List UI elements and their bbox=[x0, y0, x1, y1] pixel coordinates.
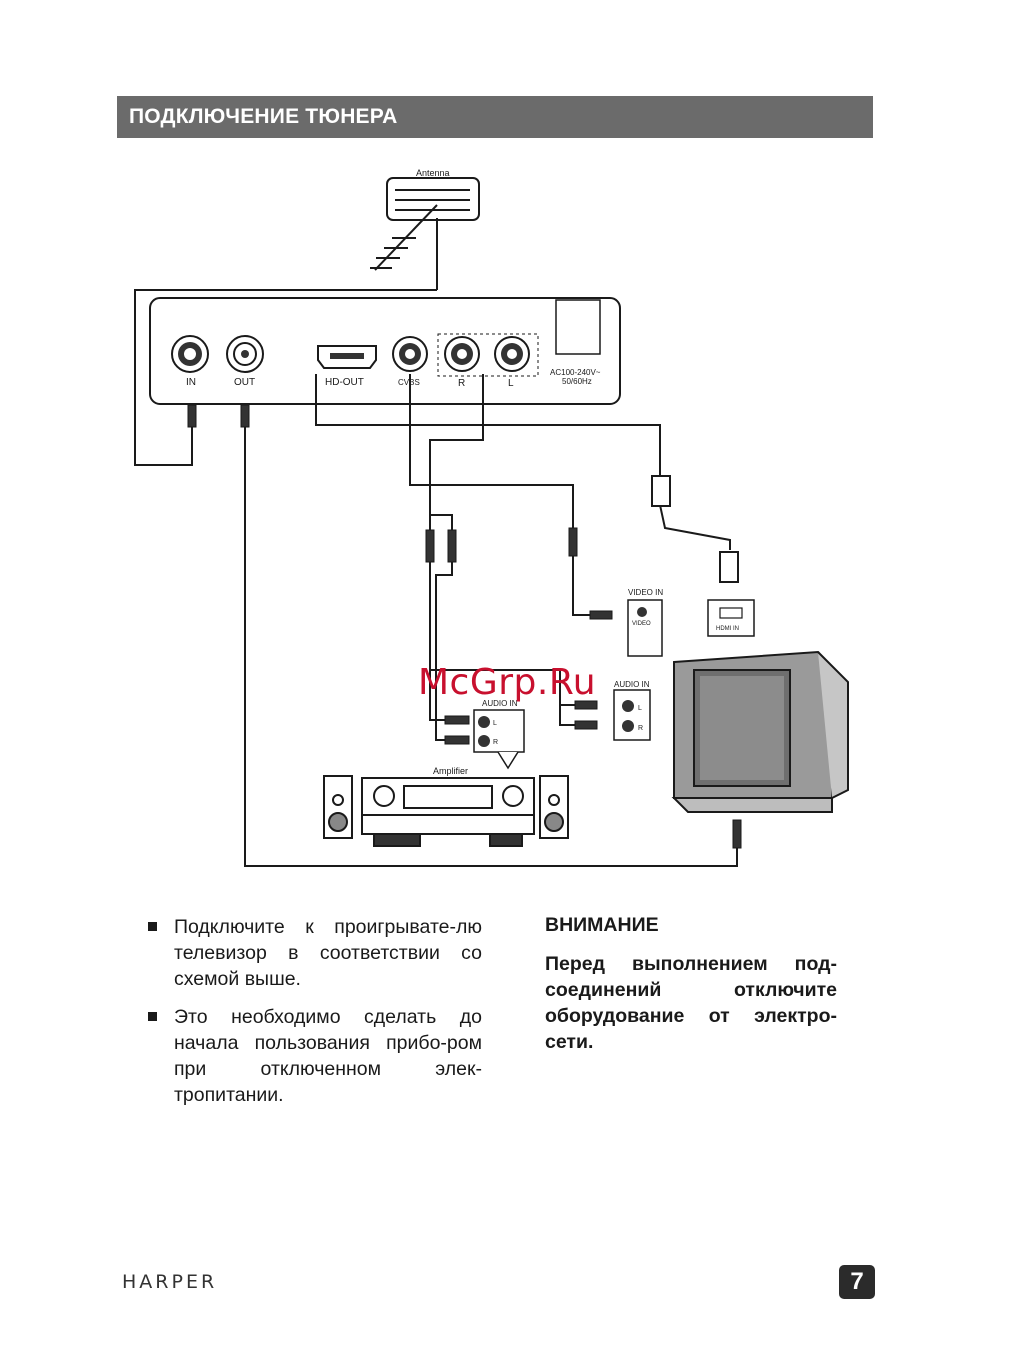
tv-audio-in-panel bbox=[613, 689, 651, 741]
rf-in-port-icon bbox=[171, 335, 209, 373]
audio-r-port-icon bbox=[444, 336, 480, 372]
cvbs-port-icon bbox=[392, 336, 428, 372]
section-title: ПОДКЛЮЧЕНИЕ ТЮНЕРА bbox=[129, 105, 398, 128]
audio-l-port-icon bbox=[494, 336, 530, 372]
amp-jack-r-label: R bbox=[493, 739, 498, 746]
amplifier-label: Amplifier bbox=[433, 766, 468, 776]
hdmi-plug-icons bbox=[651, 475, 739, 583]
watermark: McGrp.Ru bbox=[418, 662, 597, 703]
tv-video-in-panel bbox=[627, 599, 663, 657]
tv-audio-in-label: AUDIO IN bbox=[614, 680, 650, 689]
port-label-in: IN bbox=[186, 377, 196, 388]
port-label-out: OUT bbox=[234, 377, 255, 388]
amp-audio-in-panel bbox=[473, 709, 525, 770]
section-header-bar: ПОДКЛЮЧЕНИЕ ТЮНЕРА bbox=[117, 96, 873, 138]
antenna-label: Antenna bbox=[416, 168, 450, 178]
speaker-right-icon bbox=[539, 775, 569, 839]
antenna-icon bbox=[370, 177, 480, 290]
tv-hdmi-in-panel bbox=[707, 599, 755, 637]
tv-video-in-label: VIDEO IN bbox=[628, 588, 663, 597]
instruction-text: Подключите к проигрывате-лю телевизор в … bbox=[174, 916, 482, 990]
port-label-hdout: HD-OUT bbox=[325, 377, 364, 388]
list-item: Это необходимо сделать до начала пользов… bbox=[148, 1004, 482, 1108]
port-label-cvbs: CVBS bbox=[398, 378, 420, 387]
instructions-list: Подключите к проигрывате-лю телевизор в … bbox=[148, 914, 482, 1120]
hdmi-port-icon bbox=[317, 345, 377, 369]
power-freq-label: 50/60Hz bbox=[562, 377, 592, 386]
page-number: 7 bbox=[839, 1265, 875, 1299]
speaker-left-icon bbox=[323, 775, 353, 839]
warning-block: ВНИМАНИЕ Перед выполнением под-соединени… bbox=[545, 914, 837, 1055]
amplifier-icon bbox=[361, 777, 535, 847]
rca-plug-icons bbox=[187, 404, 742, 849]
warning-title: ВНИМАНИЕ bbox=[545, 914, 659, 936]
warning-text: Перед выполнением под-соединений отключи… bbox=[545, 953, 837, 1053]
port-label-l: L bbox=[508, 378, 514, 389]
bullet-square-icon bbox=[148, 922, 157, 931]
tv-jack-l-label: L bbox=[638, 705, 642, 712]
amp-audio-in-label: AUDIO IN bbox=[482, 699, 518, 708]
tuner-box bbox=[149, 297, 621, 405]
cables bbox=[134, 289, 738, 867]
rf-out-port-icon bbox=[226, 335, 264, 373]
brand-logo: HARPER bbox=[122, 1271, 218, 1293]
amp-jack-l-label: L bbox=[493, 720, 497, 727]
tv-video-jack-label: VIDEO bbox=[632, 621, 651, 627]
tv-icon bbox=[671, 650, 849, 813]
bullet-square-icon bbox=[148, 1012, 157, 1021]
list-item: Подключите к проигрывате-лю телевизор в … bbox=[148, 914, 482, 992]
power-label: AC100-240V~ bbox=[550, 368, 601, 377]
connection-diagram: Antenna IN OUT HD-OUT CVBS R L AC100-240 bbox=[134, 168, 849, 867]
instruction-text: Это необходимо сделать до начала пользов… bbox=[174, 1006, 482, 1106]
tv-hdmi-in-label: HDMI IN bbox=[716, 626, 739, 632]
port-label-r: R bbox=[458, 378, 465, 389]
tv-jack-r-label: R bbox=[638, 725, 643, 732]
